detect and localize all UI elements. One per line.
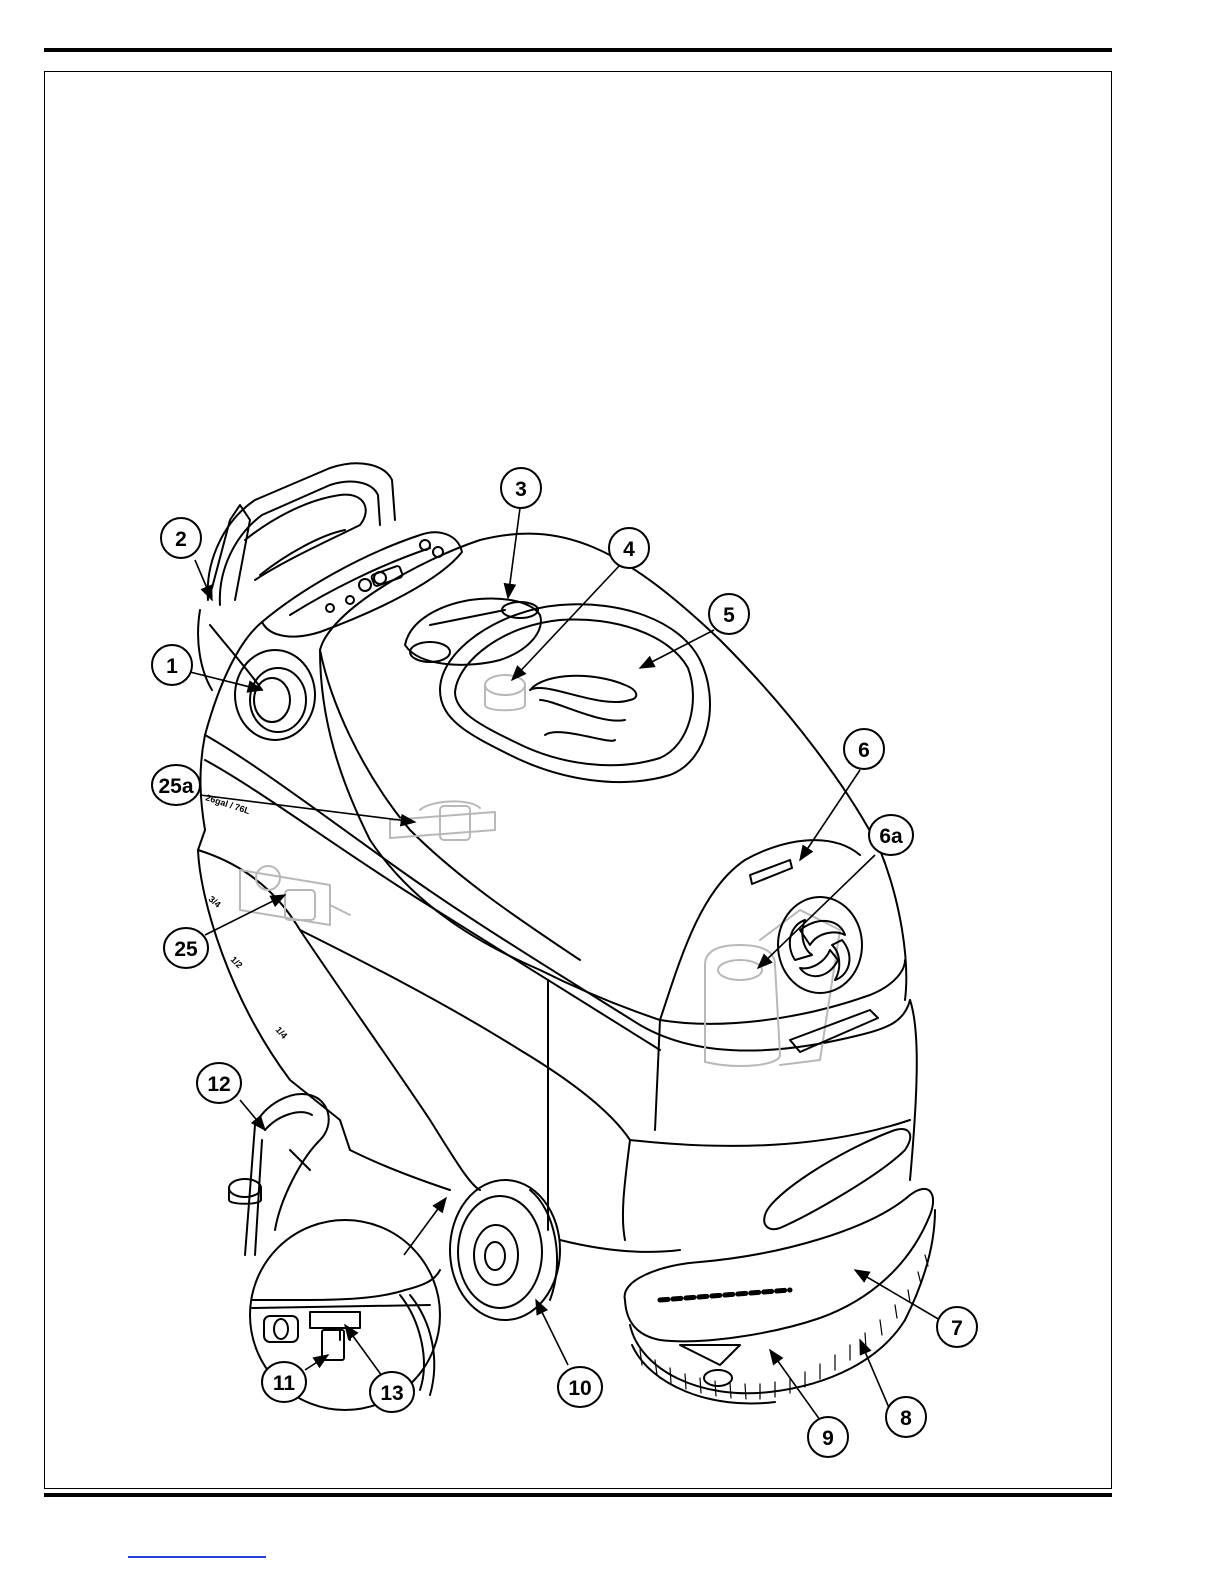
squeegee-assembly [229,1094,329,1255]
callout-25a: 25a [152,765,200,805]
callout-6a: 6a [869,815,913,855]
callout-1: 1 [152,645,192,685]
leader-lines [190,508,940,1420]
solution-lid [440,604,710,782]
callout-13: 13 [370,1372,414,1412]
circuit-breaker-knob [235,650,315,740]
callout-6: 6 [844,729,884,769]
callout-9: 9 [808,1417,848,1457]
callout-25-label: 25 [174,938,198,961]
recovery-opening [405,599,541,665]
brush-deck [625,1189,935,1404]
front-handle [750,860,910,1229]
callout-8-label: 8 [900,1407,912,1430]
fill-cap [485,675,525,710]
callout-2-label: 2 [175,528,187,551]
gauge-mark-1-4: 1/4 [274,1025,290,1041]
rear-wheel [450,1180,560,1320]
callout-11-label: 11 [273,1372,296,1395]
callout-10-label: 10 [568,1377,591,1400]
callouts: 1 2 3 4 5 6 6a 7 [152,468,977,1457]
callout-25: 25 [164,928,208,968]
control-panel [262,532,462,636]
callout-7: 7 [937,1307,977,1347]
callout-9-label: 9 [822,1427,834,1450]
callout-25a-label: 25a [158,775,193,798]
callout-12: 12 [197,1063,241,1103]
callout-4: 4 [609,528,649,568]
callout-5-label: 5 [723,604,735,627]
callout-3: 3 [501,468,541,508]
callout-12-label: 12 [207,1073,230,1096]
callout-8: 8 [886,1397,926,1437]
callout-10: 10 [558,1367,602,1407]
gauge-mark-3-4: 3/4 [207,894,223,910]
front-caster [680,1345,740,1386]
callout-11: 11 [262,1362,306,1402]
logo-swirl [778,897,862,993]
filter-ghost-lower [240,866,350,925]
gauge-mark-1-2: 1/2 [229,954,245,970]
callout-7-label: 7 [951,1317,963,1340]
callout-13-label: 13 [380,1382,403,1405]
callout-4-label: 4 [623,538,635,561]
callout-6-label: 6 [858,739,870,762]
callout-3-label: 3 [515,478,527,501]
callout-5: 5 [709,594,749,634]
callout-2: 2 [161,518,201,558]
callout-6a-label: 6a [879,825,903,848]
brush-bristles [640,1255,928,1399]
callout-1-label: 1 [166,655,178,678]
